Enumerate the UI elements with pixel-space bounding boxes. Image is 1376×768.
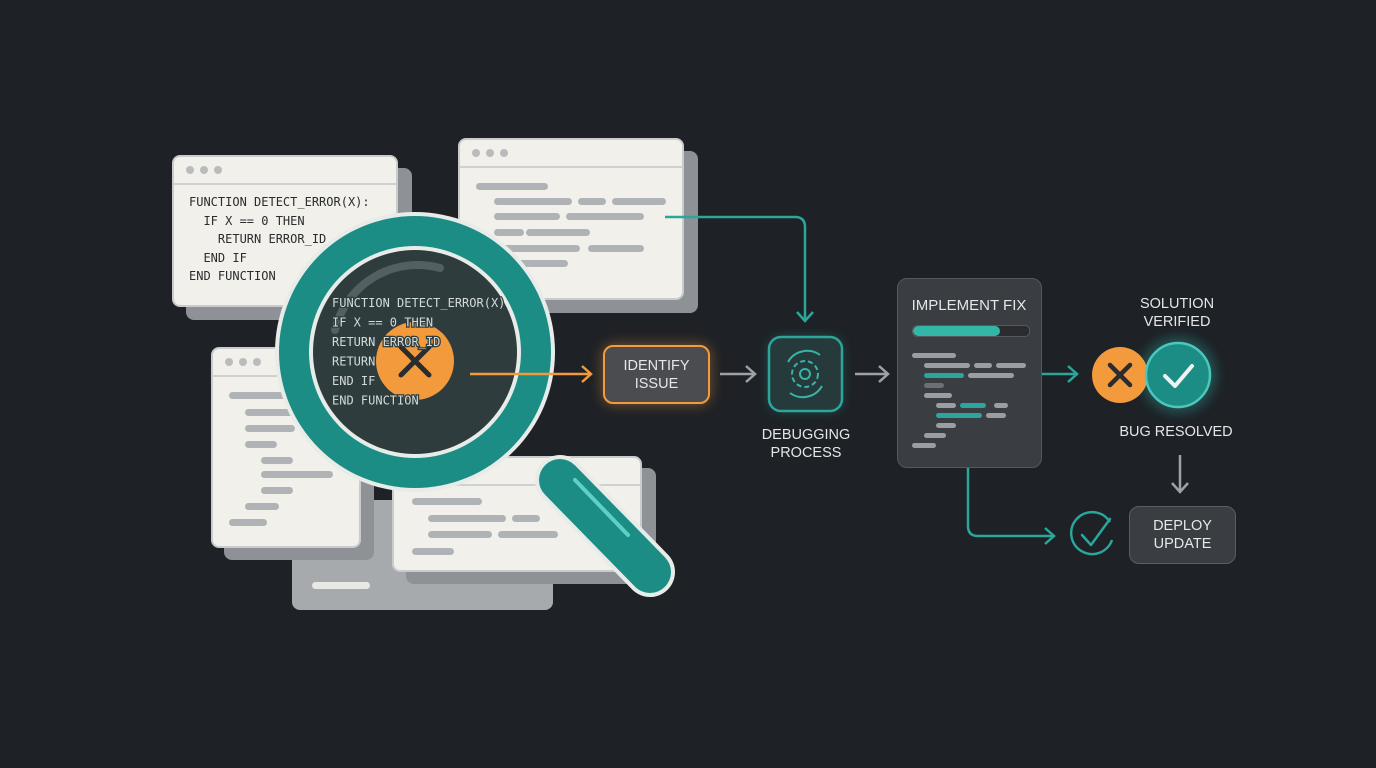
lens-code: FUNCTION DETECT_ERROR(X) IF X == 0 THEN … (331, 295, 507, 409)
bug-resolved-label: BUG RESOLVED (1119, 424, 1233, 440)
orange-arrow (470, 365, 593, 383)
deploy-update-step: DEPLOY UPDATE (1129, 506, 1236, 564)
arrow-icon (720, 365, 1189, 494)
solution-verified-label: SOLUTION VERIFIED (1139, 296, 1215, 330)
window-titlebar (174, 157, 396, 185)
code-window-right (458, 138, 684, 300)
lens-code-line: FUNCTION DETECT_ERROR(X) (332, 296, 505, 310)
magnifier-icon (275, 212, 675, 597)
window-titlebar (394, 458, 640, 486)
progress-fill (913, 326, 1000, 336)
error-x-icon (376, 322, 454, 400)
lens-code-line: END FUNCTION (332, 394, 419, 408)
check-circle-icon (1144, 341, 1212, 409)
error-x-icon-small (1092, 347, 1148, 403)
lens-code-line: RETURN (332, 355, 375, 369)
implement-fix-panel: IMPLEMENT FIX (897, 278, 1042, 468)
lens-code-line: IF X == 0 THEN (332, 316, 433, 330)
lens-code-line: RETURN ERROR_ID (332, 335, 440, 349)
check-outline-icon (1069, 510, 1114, 556)
window-titlebar (460, 140, 682, 168)
identify-issue-step: IDENTIFY ISSUE (603, 345, 710, 404)
progress-bar (912, 325, 1030, 337)
debugging-process-label: DEBUGGING PROCESS (761, 427, 851, 461)
lens-code-line: END IF (332, 374, 375, 388)
code-text: FUNCTION DETECT_ERROR(X): IF X == 0 THEN… (189, 195, 370, 283)
teal-connector-top (665, 215, 814, 323)
gear-cycle-icon (767, 335, 844, 413)
implement-fix-title: IMPLEMENT FIX (911, 297, 1027, 314)
